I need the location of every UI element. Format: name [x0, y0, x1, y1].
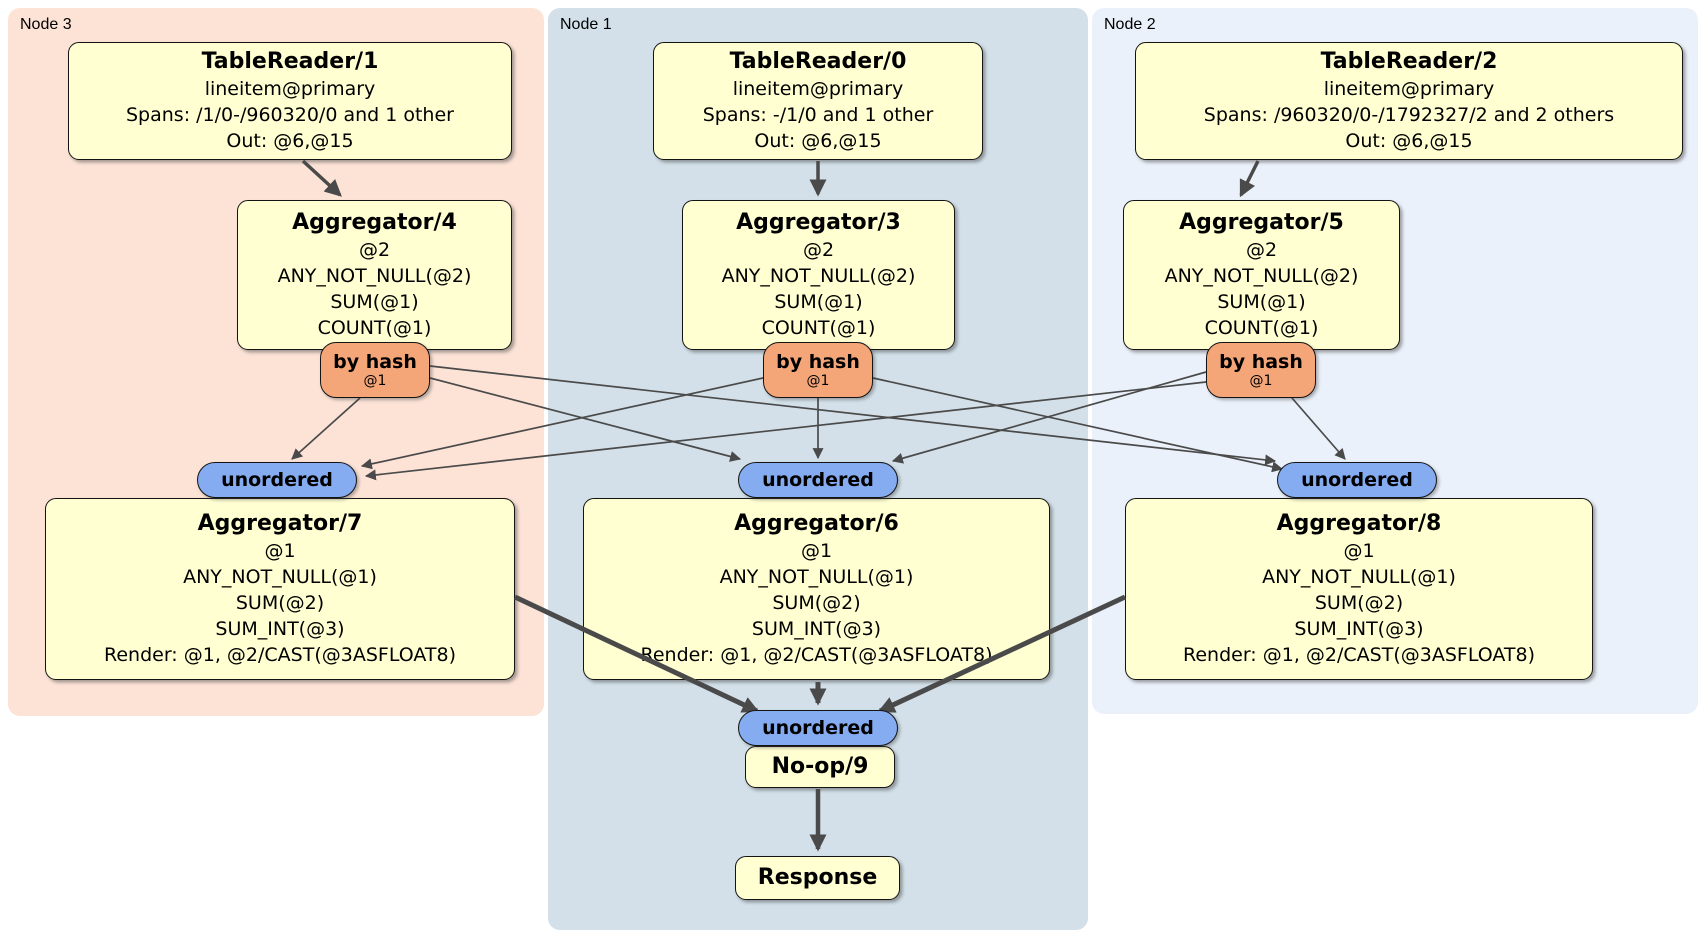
agg-group-cols: @1 [800, 540, 833, 562]
processor-title: Aggregator/7 [197, 511, 363, 536]
agg-fn: SUM(@2) [1314, 592, 1404, 614]
agg-fn: COUNT(@1) [761, 317, 876, 339]
router-by-hash-node1: by hash @1 [763, 342, 873, 398]
agg-render: Render: @1, @2/CAST(@3ASFLOAT8) [1183, 644, 1535, 666]
processor-tablereader-0: TableReader/0 lineitem@primary Spans: -/… [653, 42, 983, 160]
agg-group-cols: @1 [264, 540, 296, 562]
region-label-node2: Node 2 [1104, 16, 1156, 33]
agg-fn: SUM(@1) [330, 291, 419, 313]
agg-render: Render: @1, @2/CAST(@3ASFLOAT8) [640, 644, 993, 666]
processor-aggregator-6: Aggregator/6 @1 ANY_NOT_NULL(@1) SUM(@2)… [583, 498, 1050, 680]
sync-unordered-node1: unordered [738, 462, 898, 498]
region-label-node1: Node 1 [560, 16, 612, 33]
agg-group-cols: @1 [1343, 540, 1375, 562]
agg-fn: SUM(@2) [772, 592, 861, 614]
agg-fn: SUM(@1) [774, 291, 863, 313]
processor-title: TableReader/0 [729, 49, 907, 74]
processor-aggregator-7: Aggregator/7 @1 ANY_NOT_NULL(@1) SUM(@2)… [45, 498, 515, 680]
processor-title: No-op/9 [771, 754, 869, 779]
processor-aggregator-4: Aggregator/4 @2 ANY_NOT_NULL(@2) SUM(@1)… [237, 200, 512, 350]
processor-response: Response [735, 856, 900, 900]
processor-title: Response [757, 865, 878, 890]
processor-title: Aggregator/8 [1276, 511, 1442, 536]
processor-out: Out: @6,@15 [226, 130, 354, 152]
agg-fn: ANY_NOT_NULL(@1) [183, 566, 377, 588]
processor-aggregator-3: Aggregator/3 @2 ANY_NOT_NULL(@2) SUM(@1)… [682, 200, 955, 350]
agg-fn: ANY_NOT_NULL(@2) [277, 265, 472, 287]
router-label: by hash [1219, 350, 1303, 373]
processor-title: TableReader/1 [201, 49, 379, 74]
router-label: by hash [333, 350, 417, 373]
processor-spans: Spans: -/1/0 and 1 other [702, 104, 934, 126]
router-columns: @1 [363, 372, 387, 389]
router-columns: @1 [1249, 372, 1273, 389]
processor-aggregator-8: Aggregator/8 @1 ANY_NOT_NULL(@1) SUM(@2)… [1125, 498, 1593, 680]
agg-fn: COUNT(@1) [1204, 317, 1319, 339]
agg-fn: SUM_INT(@3) [215, 618, 345, 640]
agg-fn: SUM(@1) [1217, 291, 1306, 313]
processor-spans: Spans: /1/0-/960320/0 and 1 other [126, 104, 454, 126]
router-columns: @1 [806, 372, 830, 389]
agg-group-cols: @2 [1245, 239, 1278, 261]
router-by-hash-node3: by hash @1 [320, 342, 430, 398]
processor-aggregator-5: Aggregator/5 @2 ANY_NOT_NULL(@2) SUM(@1)… [1123, 200, 1400, 350]
processor-title: Aggregator/4 [292, 210, 457, 235]
processor-tablereader-1: TableReader/1 lineitem@primary Spans: /1… [68, 42, 512, 160]
processor-index: lineitem@primary [1323, 78, 1495, 100]
router-label: by hash [776, 350, 860, 373]
agg-fn: ANY_NOT_NULL(@1) [1262, 566, 1456, 588]
agg-render: Render: @1, @2/CAST(@3ASFLOAT8) [104, 644, 456, 666]
agg-fn: ANY_NOT_NULL(@2) [721, 265, 916, 287]
processor-title: Aggregator/6 [734, 511, 899, 536]
sync-unordered-node3: unordered [197, 462, 357, 498]
processor-out: Out: @6,@15 [1345, 130, 1473, 152]
agg-fn: ANY_NOT_NULL(@2) [1164, 265, 1359, 287]
processor-index: lineitem@primary [204, 78, 376, 100]
processor-out: Out: @6,@15 [754, 130, 882, 152]
agg-fn: SUM_INT(@3) [1294, 618, 1424, 640]
processor-title: TableReader/2 [1320, 49, 1498, 74]
processor-spans: Spans: /960320/0-/1792327/2 and 2 others [1203, 104, 1615, 126]
agg-fn: COUNT(@1) [317, 317, 432, 339]
processor-title: Aggregator/5 [1179, 210, 1344, 235]
router-by-hash-node2: by hash @1 [1206, 342, 1316, 398]
agg-fn: SUM_INT(@3) [751, 618, 882, 640]
processor-tablereader-2: TableReader/2 lineitem@primary Spans: /9… [1135, 42, 1683, 160]
agg-fn: SUM(@2) [235, 592, 325, 614]
agg-fn: ANY_NOT_NULL(@1) [719, 566, 914, 588]
region-label-node3: Node 3 [20, 16, 72, 33]
sync-unordered-node2: unordered [1277, 462, 1437, 498]
processor-index: lineitem@primary [732, 78, 904, 100]
processor-noop-9: No-op/9 [745, 746, 895, 788]
agg-group-cols: @2 [802, 239, 835, 261]
agg-group-cols: @2 [358, 239, 391, 261]
processor-title: Aggregator/3 [736, 210, 901, 235]
sync-unordered-final: unordered [738, 710, 898, 746]
